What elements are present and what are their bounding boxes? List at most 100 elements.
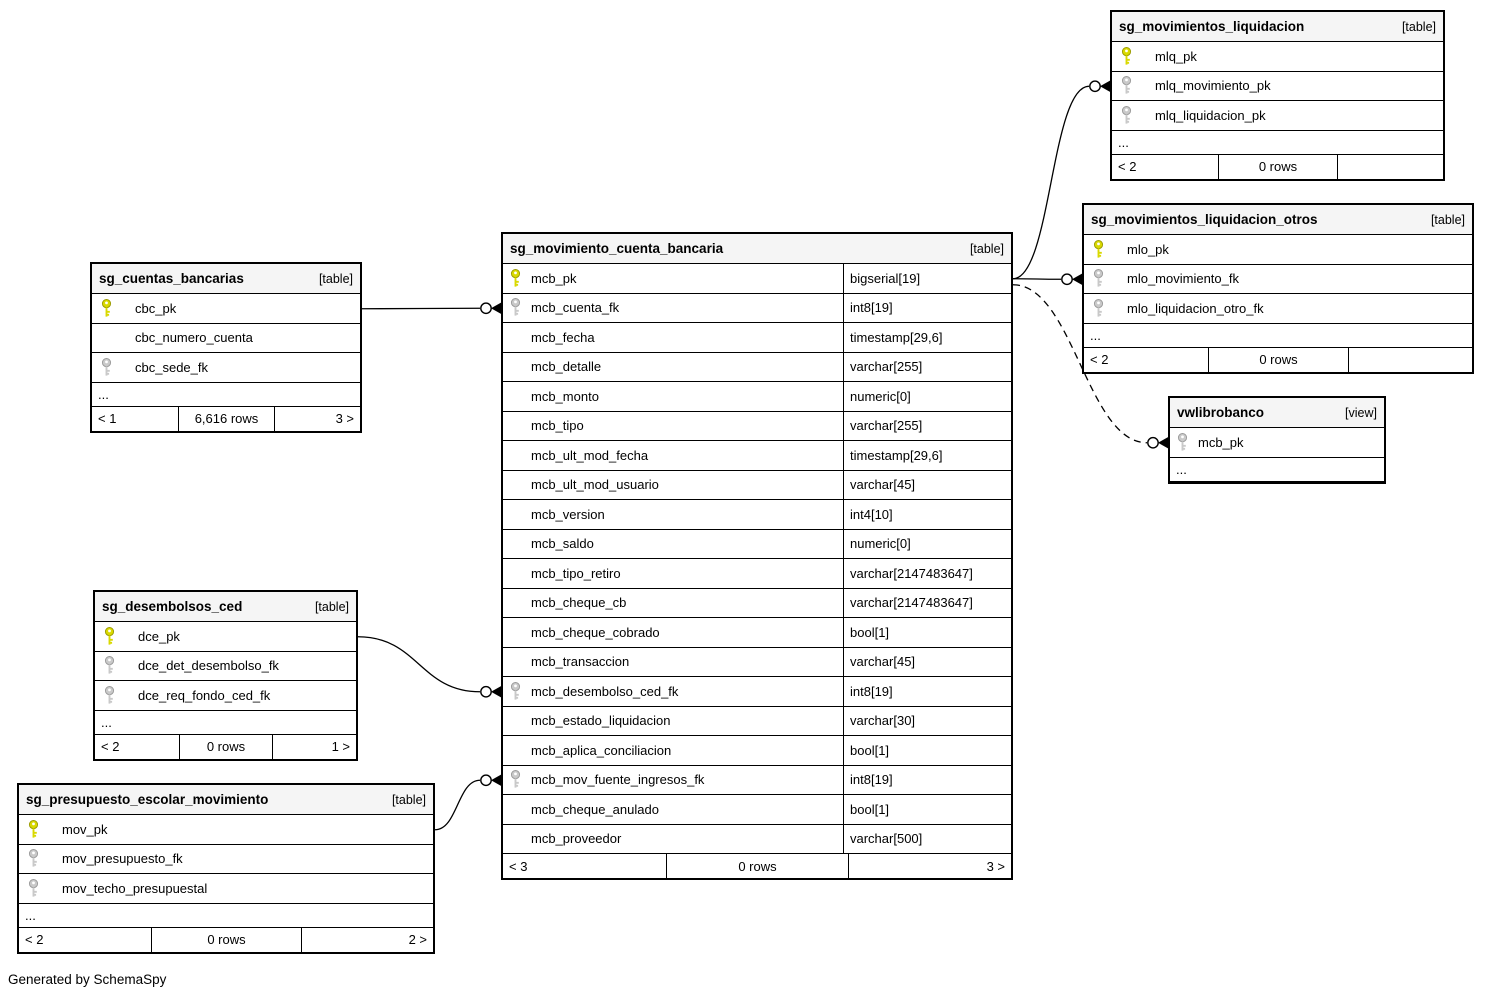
column-name: mcb_desembolso_ced_fk [531,683,679,699]
entity-title-bar[interactable]: sg_presupuesto_escolar_movimiento [table] [19,785,433,815]
entity-title-bar[interactable]: sg_desembolsos_ced[table] [95,592,356,622]
column-name: mlo_liquidacion_otro_fk [1127,300,1264,316]
column-row: mcb_desembolso_ced_fk int8[19] [503,677,1011,707]
column-name: mlo_pk [1127,241,1169,257]
entity-title-bar[interactable]: sg_movimientos_liquidacion [table] [1112,12,1443,42]
foreign-key-icon [19,849,62,868]
column-row: mlq_pk [1112,42,1443,72]
entity-type-badge: [table] [969,241,1004,256]
column-row: dce_pk [95,622,356,652]
related-count-left: < 2 [25,932,44,947]
column-type: int8[19] [843,765,1011,794]
related-count-left: < 2 [1090,352,1109,367]
entity-title-bar[interactable]: sg_movimientos_liquidacion_otros[table] [1084,205,1472,235]
foreign-key-icon [1112,76,1155,95]
primary-key-icon [95,626,138,646]
foreign-key-icon [1084,298,1127,318]
column-name: mov_presupuesto_fk [62,851,183,867]
foreign-key-icon [503,770,531,789]
column-name: mcb_pk [1198,434,1244,450]
column-name: mcb_transaccion [531,654,630,670]
relationship-line [1012,85,1090,280]
column-type: bigserial[19] [843,264,1011,293]
primary-key-icon [1084,239,1127,259]
column-name: mcb_monto [531,388,599,404]
column-name: mcb_ult_mod_fecha [531,447,649,463]
column-name: dce_req_fondo_ced_fk [138,687,271,703]
column-name: mcb_saldo [531,536,594,552]
column-row: mcb_cheque_cb varchar[2147483647] [503,588,1011,618]
entity-sg_movimiento_cuenta_bancaria: sg_movimiento_cuenta_bancaria[table]mcb_… [501,232,1013,880]
entity-title-bar[interactable]: sg_movimiento_cuenta_bancaria[table] [503,234,1011,264]
row-count: 6,616 rows [177,406,274,431]
column-name: cbc_numero_cuenta [135,330,253,346]
more-columns-ellipsis: ... [1112,131,1443,155]
column-type: varchar[30] [843,706,1011,735]
related-count-left: < 2 [101,739,120,754]
entity-title: sg_presupuesto_escolar_movimiento [26,792,269,807]
column-type: varchar[255] [843,411,1011,440]
related-count-right: 1 > [272,734,356,759]
entity-title-bar[interactable]: sg_cuentas_bancarias[table] [92,264,360,294]
zero-one-circle-connector [1147,436,1159,449]
column-name: mcb_estado_liquidacion [531,713,671,729]
column-row: mlq_liquidacion_pk [1112,101,1443,131]
column-type: bool[1] [843,736,1011,765]
column-type: timestamp[29,6] [843,323,1011,352]
foreign-key-icon [503,298,531,317]
related-count-right: 3 > [274,406,360,431]
related-count-right [1347,347,1472,372]
column-name: mcb_ult_mod_usuario [531,477,659,493]
column-name: mlq_movimiento_pk [1155,78,1271,94]
entity-title: sg_cuentas_bancarias [99,271,244,286]
entity-title: vwlibrobanco [1177,405,1265,420]
more-columns-ellipsis: ... [1170,458,1384,482]
relationship-line [434,779,481,831]
column-type: varchar[500] [843,824,1011,853]
edge-sg_movimiento_cuenta_bancaria-to-vwlibrobanco [1012,284,1168,449]
column-row: mlq_movimiento_pk [1112,72,1443,101]
column-type: bool[1] [843,795,1011,824]
foreign-key-icon [92,357,135,377]
related-count-left: < 3 [509,858,528,874]
edge-sg_movimiento_cuenta_bancaria-to-sg_movimientos_liquidacion [1012,80,1110,280]
entity-title: sg_desembolsos_ced [102,599,243,614]
column-row: cbc_sede_fk [92,353,360,383]
crow-foot-connector [1072,273,1082,285]
edge-sg_presupuesto_escolar_movimiento-to-sg_movimiento_cuenta_bancaria [434,774,501,831]
column-type: varchar[2147483647] [843,588,1011,617]
column-name: mov_techo_presupuestal [62,880,208,896]
column-row: mcb_tipo varchar[255] [503,411,1011,441]
column-name: mcb_proveedor [531,831,622,847]
column-name: mcb_cuenta_fk [531,300,620,316]
entity-type-badge: [table] [391,792,426,807]
column-name: mcb_mov_fuente_ingresos_fk [531,772,705,788]
column-name: mcb_tipo [531,418,584,434]
schemaspy-credit: Generated by SchemaSpy [8,972,167,987]
column-name: dce_pk [138,628,180,644]
entity-type-badge: [table] [1401,19,1436,34]
zero-one-circle-connector [480,302,492,315]
foreign-key-icon [1112,105,1155,125]
column-row: mcb_estado_liquidacion varchar[30] [503,706,1011,736]
column-type: int8[19] [843,677,1011,706]
column-name: mcb_cheque_cb [531,595,627,611]
more-columns-ellipsis: ... [19,904,433,928]
column-name: mov_pk [62,821,108,837]
entity-title-bar[interactable]: vwlibrobanco[view] [1170,398,1384,428]
entity-title: sg_movimientos_liquidacion [1119,19,1305,34]
column-name: mlq_liquidacion_pk [1155,107,1266,123]
